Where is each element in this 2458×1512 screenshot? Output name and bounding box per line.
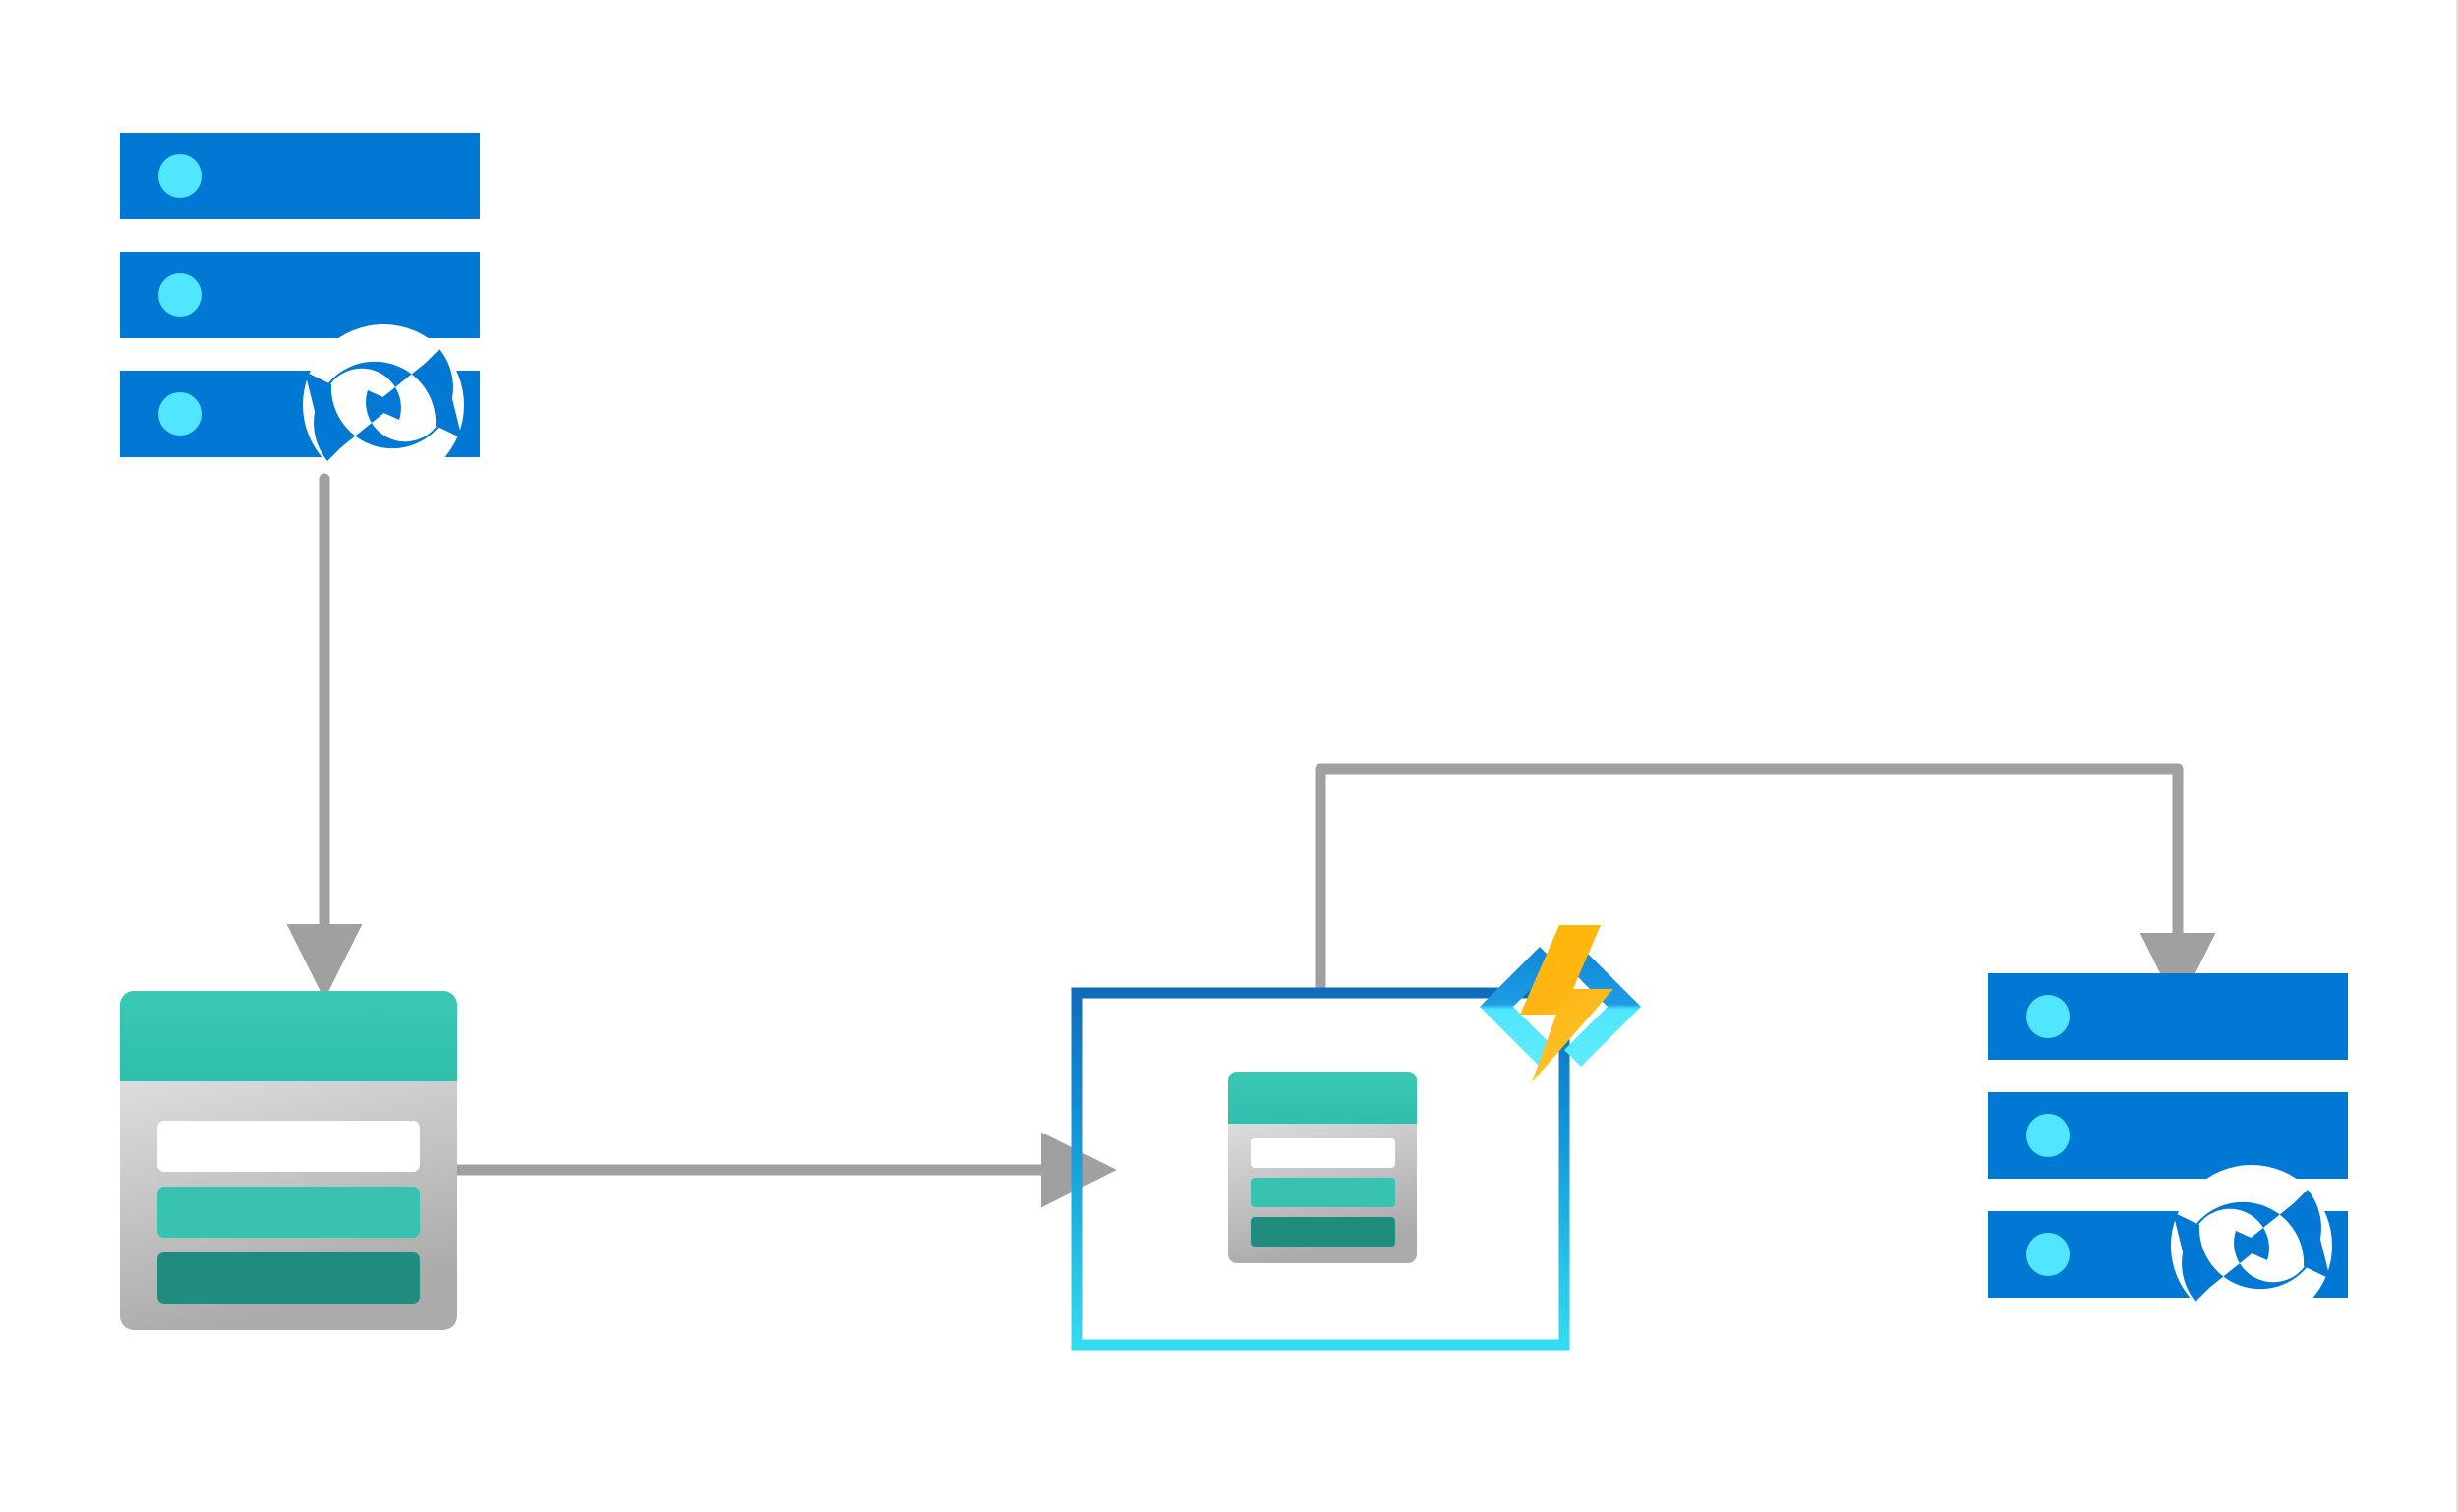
storage-row	[157, 1187, 420, 1238]
lightning-bolt-icon	[1520, 925, 1613, 1082]
connector-function-to-target-server	[1315, 763, 2216, 1009]
storage-header	[120, 991, 457, 1081]
connector-layer	[286, 473, 2216, 1208]
function-inner-storage-icon	[1228, 1072, 1417, 1263]
server-status-dot-icon	[2026, 1114, 2070, 1157]
server-status-dot-icon	[158, 392, 202, 436]
server-status-dot-icon	[158, 154, 202, 198]
target-server-with-sync[interactable]	[1988, 973, 2348, 1326]
server-status-dot-icon	[158, 273, 202, 317]
storage-row	[157, 1121, 420, 1172]
sync-refresh-icon	[2171, 1165, 2332, 1326]
chevron-right-icon	[1564, 947, 1641, 1067]
azure-functions-lightning-icon	[1480, 925, 1641, 1082]
source-server-with-sync[interactable]	[120, 133, 480, 486]
storage-row	[157, 1252, 420, 1304]
server-status-dot-icon	[2026, 1233, 2070, 1276]
azure-function-container[interactable]	[1071, 925, 1641, 1351]
sync-refresh-icon	[303, 324, 464, 486]
function-box-border	[1071, 987, 1570, 1351]
server-status-dot-icon	[2026, 995, 2070, 1038]
connector-path	[1315, 763, 2216, 1009]
source-storage-queue[interactable]	[120, 991, 457, 1330]
